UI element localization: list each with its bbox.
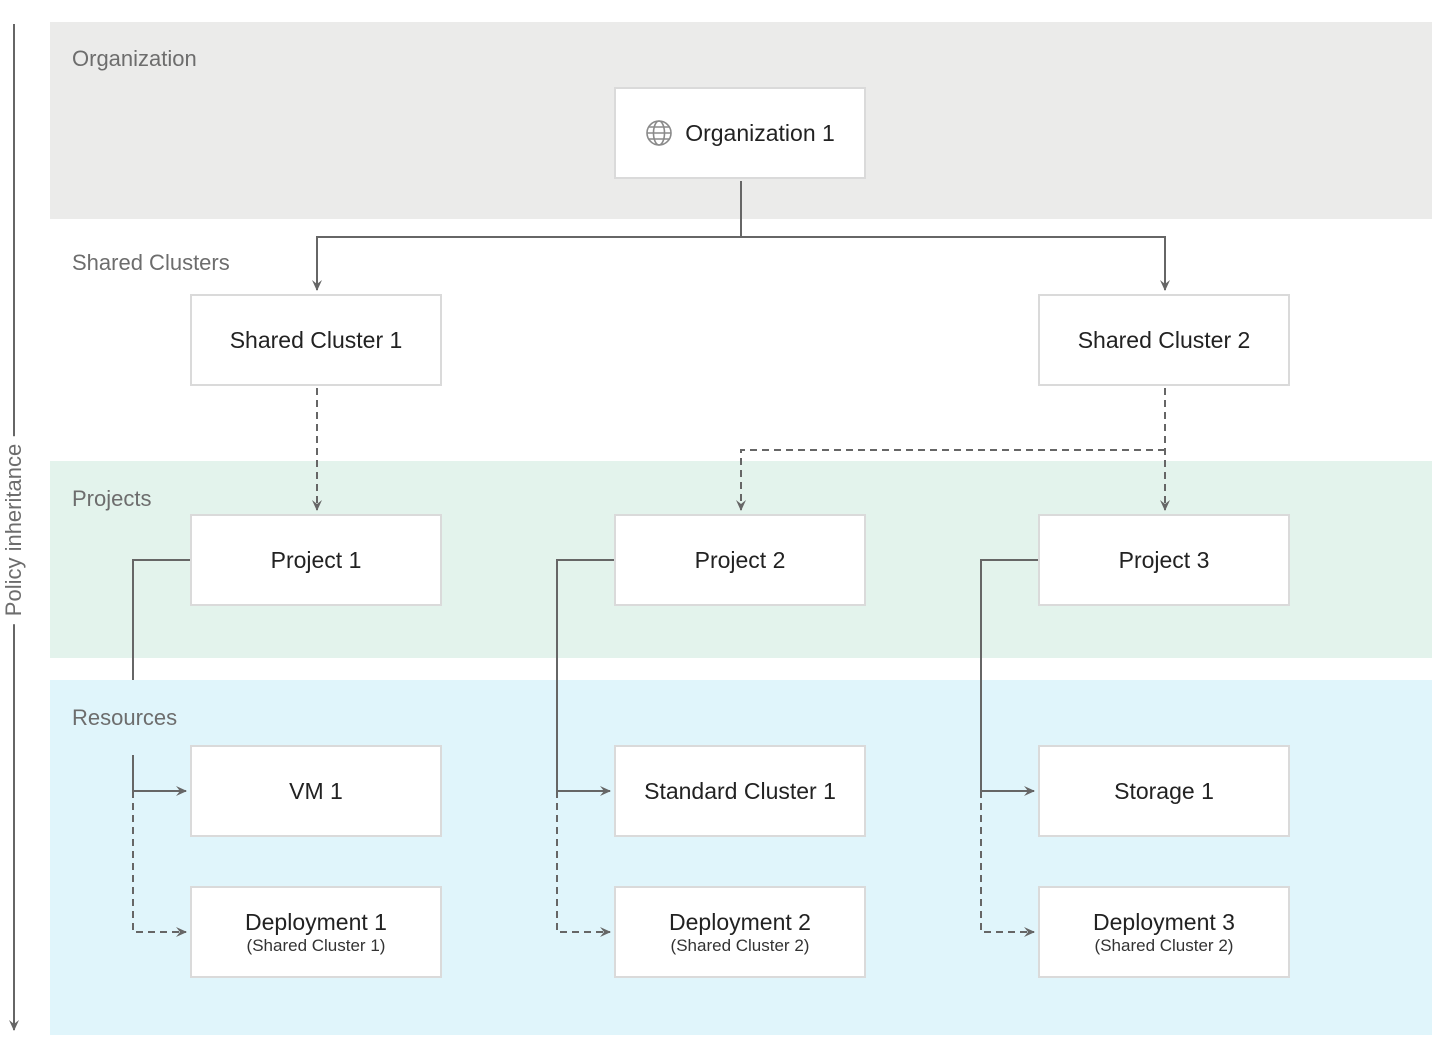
band-label-resources: Resources (72, 705, 178, 730)
node-vm-1: VM 1 (190, 745, 442, 837)
node-shared-cluster-2: Shared Cluster 2 (1038, 294, 1290, 386)
globe-icon (646, 120, 673, 146)
node-title: Deployment 3 (1093, 909, 1235, 935)
node-title: Shared Cluster 2 (1077, 327, 1251, 353)
node-title: Project 2 (694, 547, 786, 573)
node-project-3: Project 3 (1038, 514, 1290, 606)
node-title: Project 1 (270, 547, 362, 573)
node-storage-1: Storage 1 (1038, 745, 1290, 837)
node-subtitle: (Shared Cluster 2) (1094, 936, 1234, 955)
node-project-1: Project 1 (190, 514, 442, 606)
node-project-2: Project 2 (614, 514, 866, 606)
node-title: Standard Cluster 1 (644, 778, 836, 804)
node-title: Project 3 (1118, 547, 1210, 573)
node-standard-cluster-1: Standard Cluster 1 (614, 745, 866, 837)
node-deployment-3: Deployment 3 (Shared Cluster 2) (1038, 886, 1290, 978)
node-title: Deployment 1 (245, 909, 387, 935)
node-deployment-2: Deployment 2 (Shared Cluster 2) (614, 886, 866, 978)
node-title: Shared Cluster 1 (229, 327, 403, 353)
node-subtitle: (Shared Cluster 1) (246, 936, 386, 955)
node-title: Deployment 2 (669, 909, 811, 935)
band-label-organization: Organization (72, 46, 197, 71)
node-title: Storage 1 (1114, 778, 1214, 804)
node-shared-cluster-1: Shared Cluster 1 (190, 294, 442, 386)
node-title: Organization 1 (685, 120, 835, 146)
node-organization-1: Organization 1 (614, 87, 866, 179)
node-subtitle: (Shared Cluster 2) (670, 936, 810, 955)
policy-inheritance-label: Policy inheritance (1, 435, 27, 625)
band-label-shared-clusters: Shared Clusters (72, 250, 230, 275)
resources-band (50, 680, 1432, 1035)
node-deployment-1: Deployment 1 (Shared Cluster 1) (190, 886, 442, 978)
band-label-projects: Projects (72, 486, 152, 511)
node-title: VM 1 (289, 778, 343, 804)
